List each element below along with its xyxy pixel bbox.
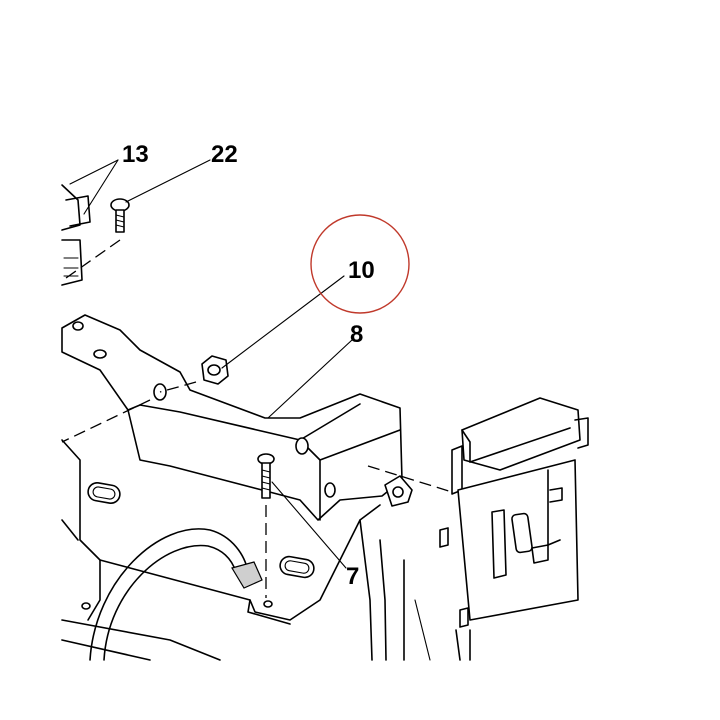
connector-module [439,397,589,661]
callout-22: 22 [211,141,238,168]
callout-10: 10 [348,257,375,284]
left-housing [61,184,91,286]
highlight-circle [310,214,410,314]
assembly-axis-lines [61,239,453,598]
screw-7 [257,453,275,499]
callout-8: 8 [350,321,363,348]
leader-lines [69,159,353,569]
screw-22 [110,198,130,233]
cable-loop [89,528,263,661]
callout-7: 7 [346,563,359,590]
nut-10 [201,355,229,385]
lower-frame [61,439,431,661]
callout-13: 13 [122,141,149,168]
